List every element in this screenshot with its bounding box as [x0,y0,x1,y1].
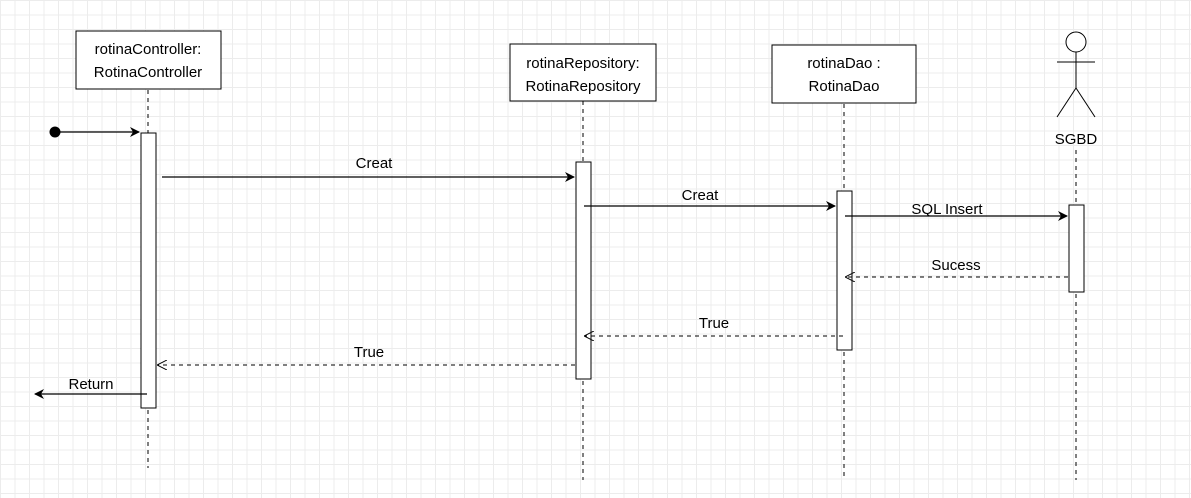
message-creat-1-label: Creat [356,155,394,172]
message-sql-insert[interactable]: SQL Insert [845,201,1068,221]
activation-dao [836,190,853,351]
actor-sgbd-label: SGBD [1055,131,1098,148]
message-true-2-label: True [354,344,384,361]
message-true-1[interactable]: True [585,315,843,336]
participant-repository[interactable]: rotinaRepository: RotinaRepository [509,43,657,102]
actor-head [1065,31,1087,53]
message-true-1-label: True [699,315,729,332]
participant-controller[interactable]: rotinaController: RotinaController [75,30,222,90]
message-creat-1[interactable]: Creat [162,155,575,182]
message-sucess[interactable]: Sucess [846,257,1068,277]
participant-repository-name: rotinaRepository: [526,55,639,72]
participant-controller-type: RotinaController [94,64,202,81]
message-creat-2[interactable]: Creat [584,187,836,211]
message-return[interactable]: Return [34,376,147,399]
message-creat-2-label: Creat [682,187,720,204]
message-sql-insert-label: SQL Insert [911,201,983,218]
activation-sgbd [1068,204,1085,293]
participant-dao-type: RotinaDao [809,78,880,95]
actor-sgbd[interactable]: SGBD [1055,31,1098,148]
activation-repository [575,161,592,380]
participant-dao-name: rotinaDao : [807,55,880,72]
message-true-2[interactable]: True [158,344,575,365]
participant-repository-type: RotinaRepository [525,78,641,95]
participant-controller-name: rotinaController: [95,41,202,58]
activation-controller [140,132,157,409]
initial-message [49,126,140,138]
participant-dao[interactable]: rotinaDao : RotinaDao [771,44,917,104]
message-return-label: Return [68,376,113,393]
message-sucess-label: Sucess [931,257,980,274]
